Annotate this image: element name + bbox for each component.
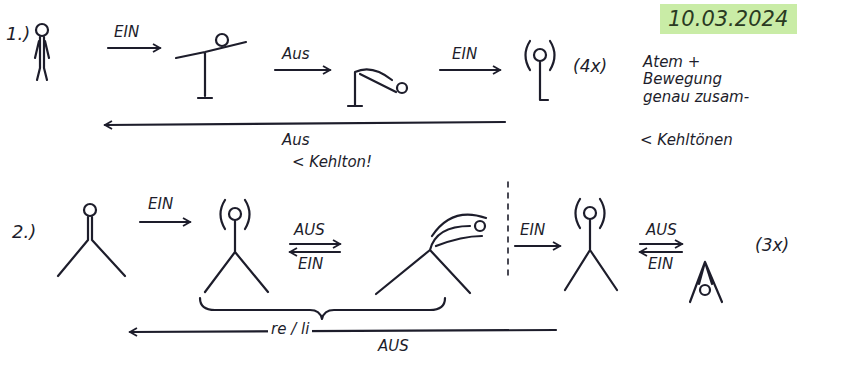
arrow [290,251,340,253]
date-text: 10.03.2024 [668,7,789,31]
sketch-note: EIN [520,222,545,239]
arrow [640,251,682,253]
sketch-note: EIN [148,196,173,213]
stick-figure [690,262,722,302]
sketch-note: AUS [378,338,409,355]
sketch-note: re / li [268,321,312,338]
stick-figure [565,199,617,290]
sketch-note: AUS [294,222,325,239]
date-highlight: 10.03.2024 [660,4,797,34]
arrow [440,69,500,71]
arrow [108,47,160,49]
sketch-note: EIN [114,24,139,41]
sketch-note: Atem + Bewegung genau zusam- [643,54,767,106]
arrow [515,245,560,247]
arrow [275,69,330,71]
return-arrow [130,330,556,332]
arrow [290,243,340,245]
stick-figure [205,200,268,292]
sketch-note: EIN [452,46,477,63]
sketch-note: 1.) [6,24,30,45]
stick-figure [176,34,246,98]
stick-figure [35,24,49,80]
stick-figure [376,215,486,294]
sketch-note: (4x) [573,57,607,77]
arrow [640,243,682,245]
brace [200,298,445,319]
sketch-note: EIN [648,256,673,273]
return-arrow [105,122,505,125]
sketch-note: EIN [298,256,323,273]
stick-figure [348,69,407,106]
separator [507,182,509,276]
sketch-note: (3x) [755,236,789,256]
sketch-note: Aus [282,46,310,63]
arrow [140,221,190,223]
sketch-note: Aus [282,132,310,149]
sketch-note: < Kehlton! [292,154,372,171]
sketch-note: 2.) [12,222,36,243]
sketch-note: AUS [646,222,677,239]
stick-figure [526,41,555,100]
sketch-note: < Kehltönen [640,132,733,149]
stick-figure [58,204,125,276]
